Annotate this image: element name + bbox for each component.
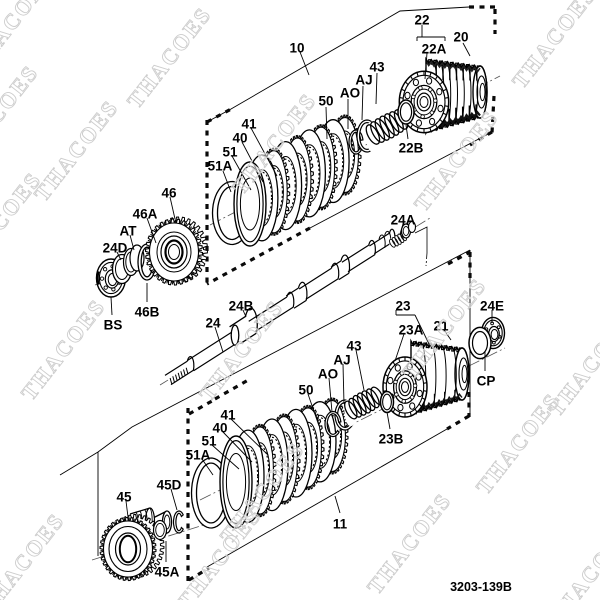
svg-text:AO: AO (318, 367, 338, 382)
svg-text:43: 43 (346, 339, 362, 354)
svg-text:45D: 45D (157, 478, 182, 493)
svg-text:21: 21 (433, 319, 449, 334)
svg-text:50: 50 (298, 383, 313, 398)
svg-text:24: 24 (205, 316, 221, 331)
svg-text:51: 51 (222, 145, 238, 160)
svg-text:10: 10 (289, 41, 304, 56)
svg-text:51A: 51A (208, 159, 233, 174)
svg-text:BS: BS (104, 318, 123, 333)
svg-text:AJ: AJ (355, 73, 372, 88)
svg-text:AT: AT (120, 224, 138, 239)
svg-text:3203-139B: 3203-139B (450, 580, 512, 594)
svg-text:41: 41 (220, 408, 236, 423)
svg-text:22A: 22A (422, 42, 447, 57)
svg-text:AO: AO (340, 86, 360, 101)
svg-text:46B: 46B (135, 305, 160, 320)
svg-text:22B: 22B (399, 141, 424, 156)
svg-text:22: 22 (414, 13, 429, 28)
svg-text:CP: CP (477, 374, 496, 389)
svg-text:40: 40 (232, 131, 247, 146)
svg-text:11: 11 (333, 517, 348, 532)
svg-text:24E: 24E (480, 299, 504, 314)
svg-text:24B: 24B (229, 299, 254, 314)
svg-text:41: 41 (241, 117, 257, 132)
svg-text:46A: 46A (133, 207, 158, 222)
svg-text:23A: 23A (399, 323, 424, 338)
svg-text:24D: 24D (103, 241, 128, 256)
svg-text:43: 43 (369, 60, 385, 75)
svg-text:51: 51 (201, 434, 217, 449)
svg-text:45: 45 (116, 490, 132, 505)
svg-text:AJ: AJ (333, 353, 350, 368)
svg-text:23: 23 (395, 299, 411, 314)
svg-text:24A: 24A (391, 213, 416, 228)
svg-text:51A: 51A (186, 448, 211, 463)
svg-text:40: 40 (212, 421, 227, 436)
svg-text:20: 20 (453, 30, 468, 45)
svg-text:45A: 45A (155, 565, 180, 580)
svg-text:50: 50 (318, 94, 333, 109)
svg-text:46: 46 (161, 186, 177, 201)
svg-text:23B: 23B (379, 432, 404, 447)
